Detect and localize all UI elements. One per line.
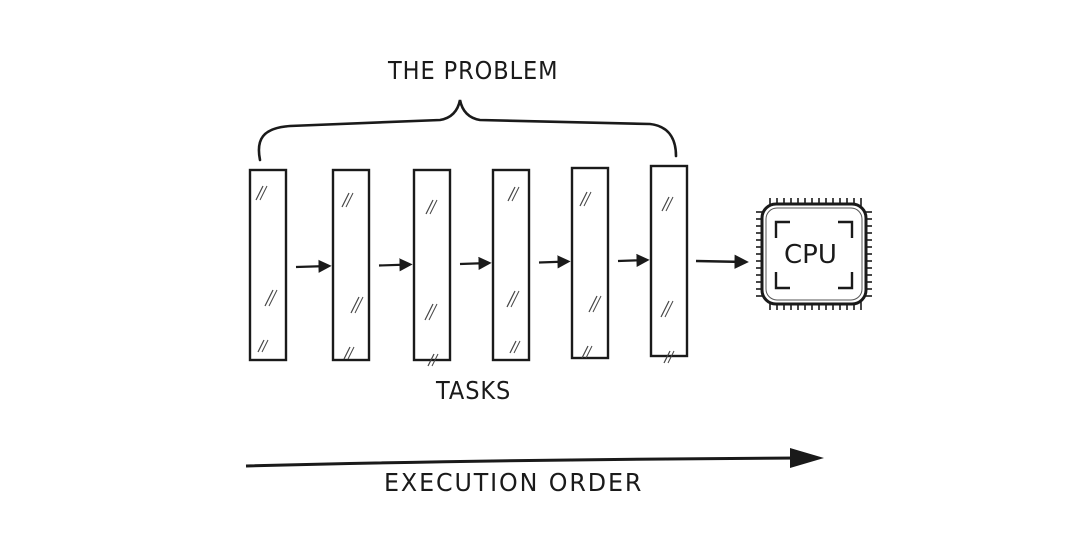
execution-order-arrow [245,456,801,468]
diagram-title: THE PROBLEM [388,56,559,85]
task-bar [248,168,288,362]
task-arrow [295,259,332,273]
task-arrow [378,258,413,272]
task-arrow [459,256,492,270]
execution-order-label: EXECUTION ORDER [384,468,644,497]
task-group [248,164,689,367]
task-arrow-group [295,253,650,273]
task-bar [331,168,371,362]
task-bar [570,166,610,360]
task-arrow [538,255,571,269]
execution-order-arrowhead [790,448,824,468]
cpu-label: CPU [784,240,837,270]
to-cpu-arrow [695,254,749,269]
task-arrow [617,253,650,267]
cpu-chip-icon [756,198,872,310]
problem-brace [257,99,678,162]
task-bar [649,164,689,364]
tasks-label: TASKS [436,376,512,405]
task-bar [491,168,531,362]
task-bar [412,168,452,367]
